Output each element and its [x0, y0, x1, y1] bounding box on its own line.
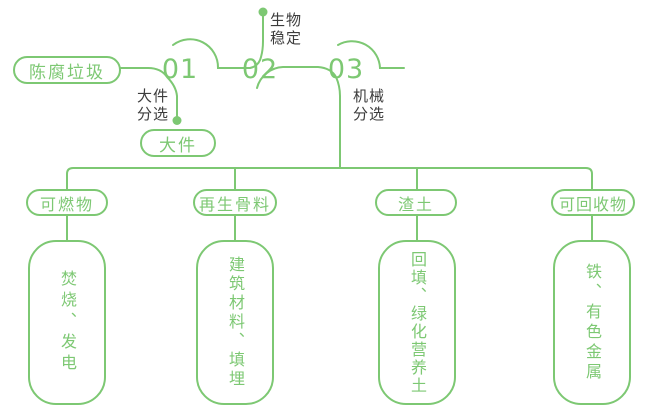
result-box-recyclables: 铁、有色金属 — [553, 240, 631, 405]
branch-pill-combustibles: 可燃物 — [26, 189, 108, 216]
branch-pill-recyclables: 可回收物 — [551, 189, 635, 216]
dot-bio — [258, 7, 268, 17]
step-number-01: 01 — [161, 54, 199, 85]
result-box-slag-soil: 回填、绿化营养土 — [378, 240, 456, 405]
dot-bulky — [172, 116, 182, 125]
result-text: 回填、绿化营养土 — [408, 250, 427, 395]
step03-label-mechanical-sorting: 机械分选 — [353, 87, 386, 123]
bulky-output-pill: 大件 — [140, 129, 216, 157]
source-label: 陈腐垃圾 — [29, 62, 105, 83]
source-pill: 陈腐垃圾 — [13, 56, 121, 84]
result-text: 建筑材料、填埋 — [226, 256, 245, 389]
arc-step01-to-step02 — [172, 38, 251, 69]
branch-pill-recycled-aggregate: 再生骨料 — [193, 189, 277, 216]
branch-category-label: 再生骨料 — [198, 194, 271, 214]
result-text: 焚烧、发电 — [58, 270, 77, 375]
step-number-03: 03 — [327, 54, 365, 85]
result-box-combustibles: 焚烧、发电 — [28, 240, 106, 405]
branch-pill-slag-soil: 渣土 — [375, 189, 457, 216]
branch-category-label: 渣土 — [397, 194, 434, 214]
branch-category-label: 可燃物 — [39, 194, 94, 214]
branch-category-label: 可回收物 — [558, 194, 627, 214]
branch-bus-line — [66, 167, 593, 190]
result-text: 铁、有色金属 — [583, 262, 602, 383]
step02-label-bio-stabilization: 生物稳定 — [270, 11, 303, 47]
hook-step02-to-step03-drop — [256, 66, 341, 168]
step-number-02: 02 — [241, 54, 279, 85]
step01-label-bulky-sorting: 大件分选 — [137, 87, 170, 123]
riser-step02-bio — [249, 15, 264, 69]
arc-step03-tail — [337, 40, 405, 69]
result-box-recycled-aggregate: 建筑材料、填埋 — [196, 240, 274, 405]
bulky-output-label: 大件 — [159, 135, 197, 156]
line-source-to-step01-drop — [120, 67, 178, 117]
